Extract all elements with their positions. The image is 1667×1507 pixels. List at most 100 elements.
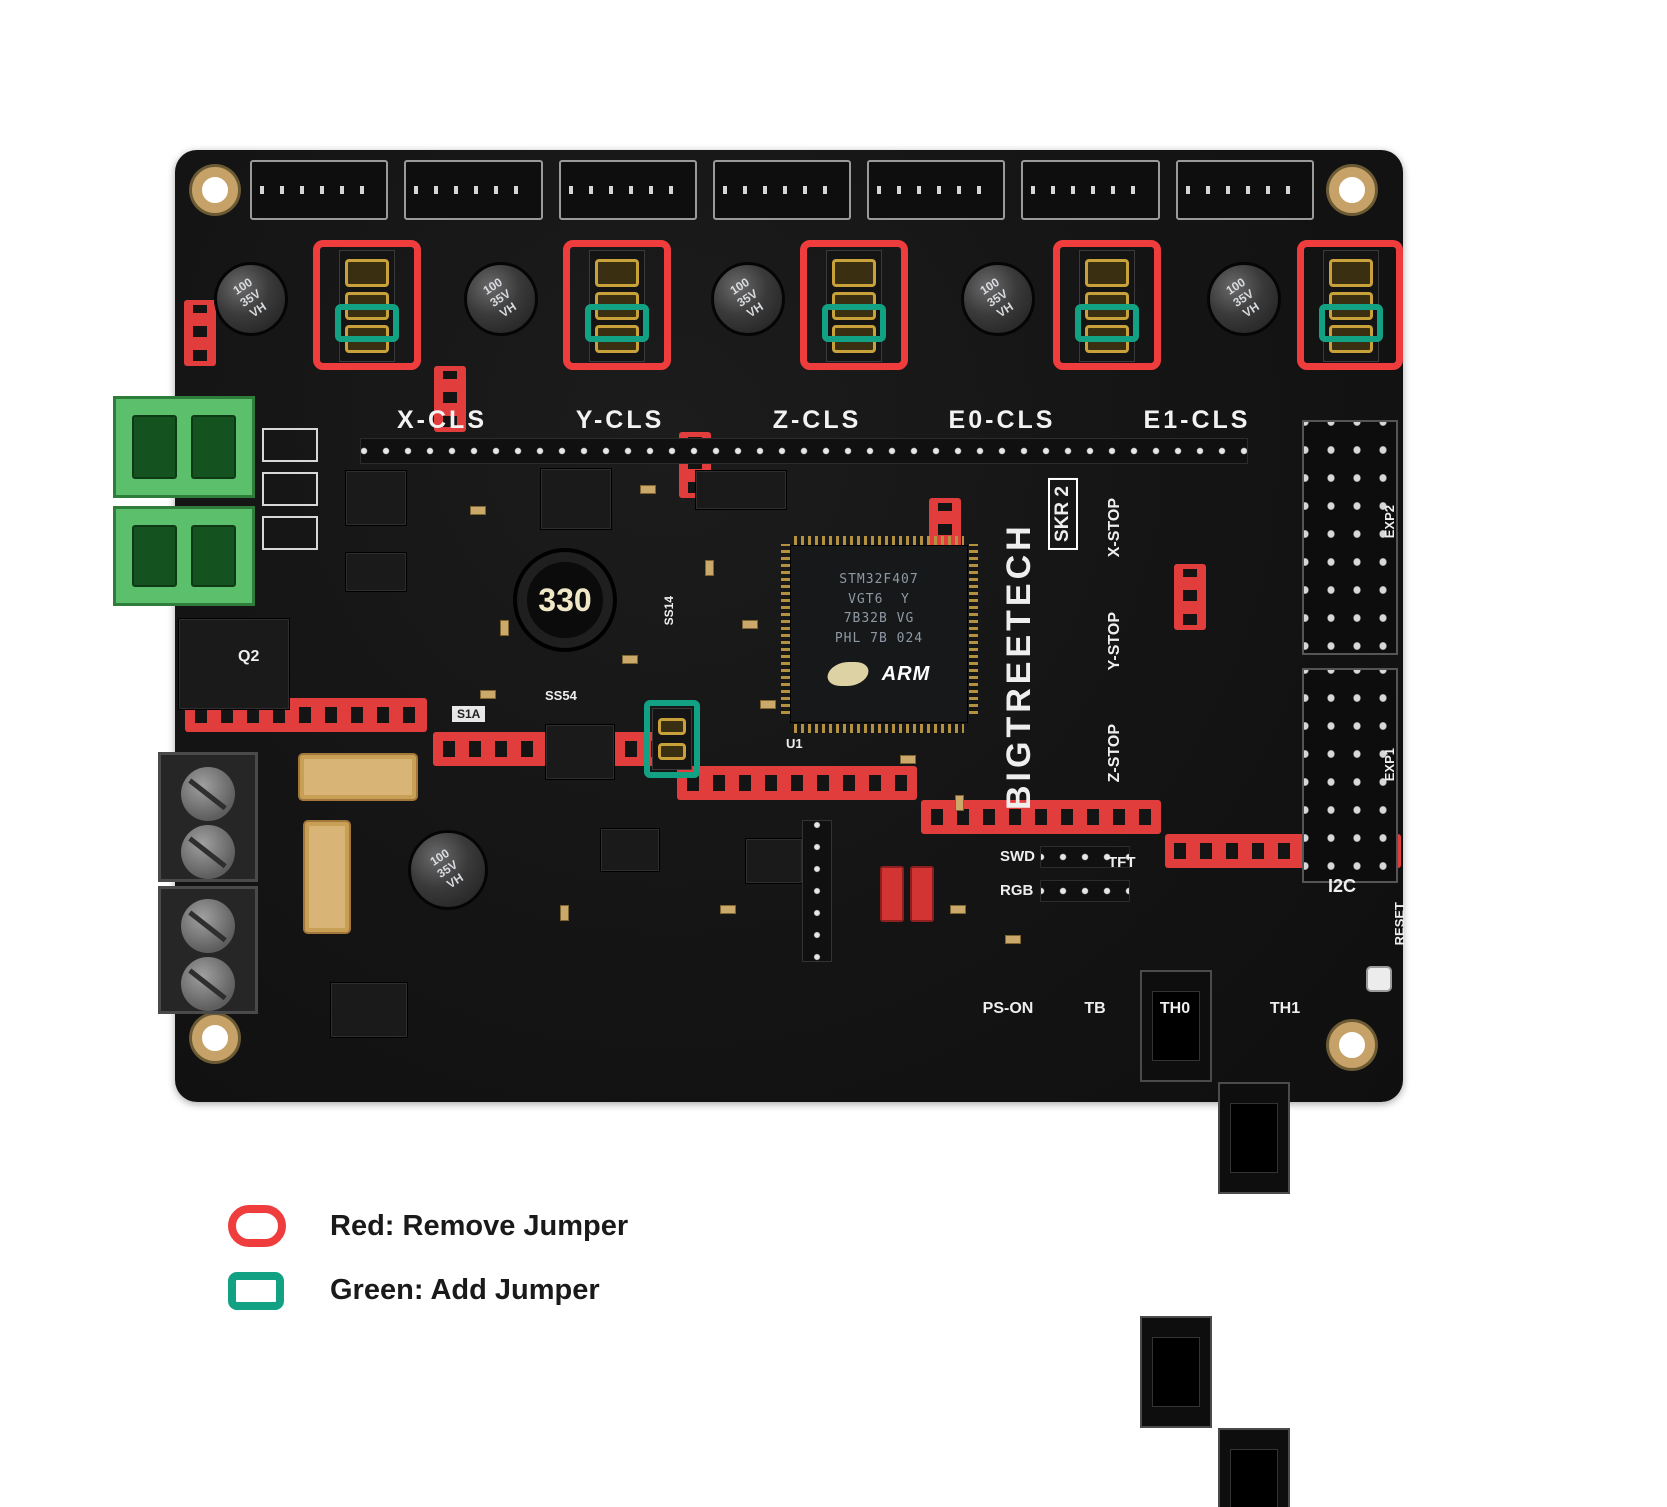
mcu-pins xyxy=(794,724,964,733)
label-rgb: RGB xyxy=(1000,882,1034,899)
mcu-marking: STM32F407 xyxy=(839,572,919,587)
terminal-slot xyxy=(191,525,236,587)
capacitor: 100 35V VH xyxy=(408,830,488,910)
silkscreen-box xyxy=(262,516,318,550)
label-z-stop: Z-STOP xyxy=(1106,724,1123,783)
add-jumper-annotation xyxy=(1075,304,1139,342)
driver-label-y-cls: Y-CLS xyxy=(575,406,665,434)
arm-logo: ARM xyxy=(881,662,931,685)
add-jumper-annotation xyxy=(1319,304,1383,342)
silkscreen-box xyxy=(262,472,318,506)
mcu-chip: STM32F407 VGT6 Y 7B32B VG PHL 7B 024 ARM xyxy=(790,545,968,723)
capacitor-label: 100 35V VH xyxy=(1223,275,1262,321)
capacitor-label: 100 35V VH xyxy=(427,846,466,892)
screw-terminal xyxy=(158,752,258,882)
ic-chip xyxy=(545,724,615,780)
smd-resistor xyxy=(955,795,964,811)
smd-resistor xyxy=(640,485,656,494)
screw-terminal xyxy=(158,886,258,1014)
label-th1: TH1 xyxy=(1269,1000,1301,1017)
mcu-marking: PHL 7B 024 xyxy=(834,630,924,646)
inductor: 330 xyxy=(517,552,613,648)
red-connector xyxy=(184,300,216,366)
capacitor: 100 35V VH xyxy=(464,262,538,336)
capacitor-label: 100 35V VH xyxy=(230,275,269,321)
mcu-marking: 7B32B VG xyxy=(843,611,915,626)
label-x-stop: X-STOP xyxy=(1106,498,1123,558)
endstop-connector xyxy=(1140,970,1212,1082)
driver-label-z-cls: Z-CLS xyxy=(772,406,862,434)
jumper-block xyxy=(652,708,692,770)
terminal-screw xyxy=(181,825,235,879)
ref-label-q2: Q2 xyxy=(238,648,260,665)
label-th0: TH0 xyxy=(1159,1000,1191,1017)
jumper xyxy=(832,258,876,287)
endstop-connector xyxy=(1218,1428,1290,1507)
ref-label-ss54: SS54 xyxy=(545,688,577,703)
driver-socket xyxy=(677,766,917,800)
capacitor: 100 35V VH xyxy=(961,262,1035,336)
red-jumper xyxy=(910,866,934,922)
terminal-slot xyxy=(132,415,177,479)
smd-resistor xyxy=(760,700,776,709)
label-i2c: I2C xyxy=(1328,876,1357,896)
mounting-hole xyxy=(192,167,238,213)
jumper xyxy=(1085,258,1129,287)
add-jumper-annotation xyxy=(335,304,399,342)
capacitor-label: 100 35V VH xyxy=(727,275,766,321)
add-jumper-annotation xyxy=(585,304,649,342)
smd-resistor xyxy=(950,905,966,914)
capacitor-label: 100 35V VH xyxy=(977,275,1016,321)
terminal-screw xyxy=(181,767,235,821)
ic-chip xyxy=(600,828,660,872)
ref-label-ss14: SS14 xyxy=(662,596,676,626)
smd-resistor xyxy=(742,620,758,629)
top-connector-row xyxy=(250,160,1314,220)
jumper xyxy=(658,743,686,760)
ref-label-s1a: S1A xyxy=(452,706,486,722)
mosfet xyxy=(178,618,290,710)
inductor-label: 330 xyxy=(538,581,592,618)
add-jumper-annotation xyxy=(822,304,886,342)
motor-connector xyxy=(712,160,852,220)
fuse-holder xyxy=(303,820,351,934)
mcu-pins xyxy=(969,544,978,714)
endstop-connector xyxy=(1140,1316,1212,1428)
smd-resistor xyxy=(720,905,736,914)
jumper xyxy=(345,258,389,287)
ic-chip xyxy=(345,552,407,592)
jumper xyxy=(658,718,686,735)
exp1-header xyxy=(1302,668,1398,883)
ic-chip xyxy=(745,838,803,884)
driver-label-e0-cls: E0-CLS xyxy=(948,406,1056,434)
endstop-connector xyxy=(1218,1082,1290,1194)
jumper xyxy=(1329,258,1373,287)
model-text: SKR 2 xyxy=(1048,478,1078,550)
mcu-pins xyxy=(781,544,790,714)
brand-text: BIGTREETECH xyxy=(1000,522,1038,810)
mcu-pins xyxy=(794,536,964,545)
power-terminal xyxy=(113,506,255,606)
reset-button xyxy=(1366,966,1392,992)
capacitor: 100 35V VH xyxy=(711,262,785,336)
motor-connector xyxy=(558,160,697,220)
label-tb: TB xyxy=(1084,1000,1106,1017)
red-jumper xyxy=(880,866,904,922)
legend-red-label: Red: Remove Jumper xyxy=(330,1210,629,1242)
remove-jumper-annotation xyxy=(1297,240,1403,370)
mcu-marking: VGT6 Y xyxy=(848,591,910,607)
terminal-slot xyxy=(191,415,236,479)
capacitor: 100 35V VH xyxy=(214,262,288,336)
label-swd: SWD xyxy=(1000,848,1035,865)
capacitor: 100 35V VH xyxy=(1207,262,1281,336)
jumper xyxy=(595,258,639,287)
fuse-holder xyxy=(298,753,418,801)
pin-header-vertical xyxy=(802,820,832,962)
label-exp2: EXP2 xyxy=(1382,505,1397,539)
mounting-hole xyxy=(1329,1022,1375,1068)
label-ps-on: PS-ON xyxy=(982,1000,1034,1017)
smd-resistor xyxy=(480,690,496,699)
remove-jumper-annotation xyxy=(313,240,421,370)
rgb-header xyxy=(1040,880,1130,902)
